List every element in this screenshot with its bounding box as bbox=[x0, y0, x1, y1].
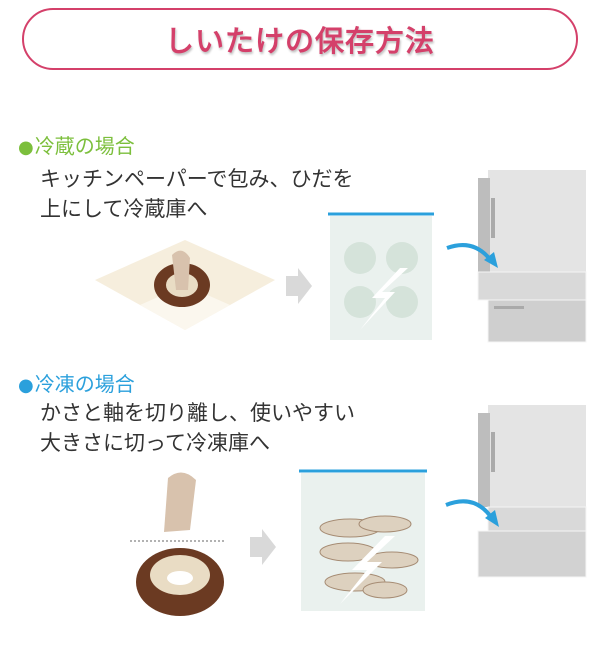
arrow-right-icon bbox=[286, 268, 312, 304]
instruction-line: 上にして冷蔵庫へ bbox=[40, 197, 208, 221]
refrigerator-instructions: キッチンペーパーで包み、ひだを 上にして冷蔵庫へ bbox=[40, 164, 354, 224]
refrigerator-heading-text: 冷蔵の場合 bbox=[34, 134, 135, 158]
title-banner: しいたけの保存方法 bbox=[22, 8, 578, 70]
page-title: しいたけの保存方法 bbox=[164, 24, 435, 58]
refrigerator-heading: ●冷蔵の場合 bbox=[18, 130, 135, 159]
freezer-heading-text: 冷凍の場合 bbox=[34, 372, 135, 396]
freezer-refrigerator-icon bbox=[477, 405, 587, 578]
storage-bag-refrigerator bbox=[328, 212, 434, 340]
freezer-instructions: かさと軸を切り離し、使いやすい 大きさに切って冷凍庫へ bbox=[40, 398, 355, 458]
instruction-line: キッチンペーパーで包み、ひだを bbox=[40, 167, 354, 191]
freezer-heading: ●冷凍の場合 bbox=[18, 368, 135, 397]
arrow-right-icon bbox=[250, 529, 276, 565]
bullet-icon: ● bbox=[18, 375, 34, 396]
instruction-line: かさと軸を切り離し、使いやすい bbox=[40, 401, 355, 425]
instruction-line: 大きさに切って冷凍庫へ bbox=[40, 431, 270, 455]
cut-mushroom-illustration bbox=[130, 472, 226, 616]
paper-wrapped-mushroom-illustration bbox=[95, 240, 275, 330]
storage-bag-freezer bbox=[299, 469, 427, 611]
bullet-icon: ● bbox=[18, 137, 34, 158]
